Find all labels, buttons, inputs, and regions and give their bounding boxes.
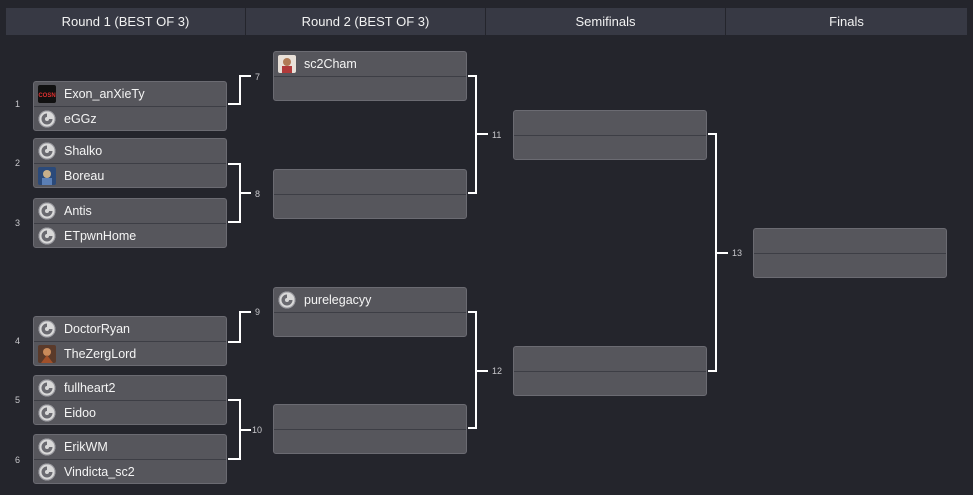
portrait-avatar-icon: [38, 344, 56, 363]
player-slot[interactable]: [274, 76, 466, 100]
round-header-finals: Finals: [726, 8, 967, 35]
player-name: sc2Cham: [304, 57, 357, 71]
player-name: Antis: [64, 204, 92, 218]
player-slot[interactable]: DoctorRyan: [34, 317, 226, 341]
connector-m1-m7: [228, 75, 251, 105]
player-slot[interactable]: [274, 312, 466, 336]
match-number-12: 12: [492, 366, 503, 376]
match-number-11: 11: [492, 130, 502, 140]
match-number-13: 13: [732, 248, 743, 258]
player-name: Vindicta_sc2: [64, 464, 135, 479]
player-slot[interactable]: [754, 253, 946, 277]
player-slot[interactable]: [274, 429, 466, 453]
team-logo-icon: COSN: [38, 85, 56, 103]
round-header-semifinals: Semifinals: [486, 8, 725, 35]
match-1: COSN Exon_anXieTy eGGz: [33, 81, 227, 131]
match-5: fullheart2 Eidoo: [33, 375, 227, 425]
svg-text:COSN: COSN: [38, 93, 55, 99]
player-slot[interactable]: Vindicta_sc2: [34, 459, 226, 483]
portrait-avatar-icon: [278, 55, 296, 73]
player-slot[interactable]: Antis: [34, 199, 226, 223]
player-slot[interactable]: purelegacyy: [274, 288, 466, 312]
default-avatar-icon: [38, 438, 56, 456]
match-10: [273, 404, 467, 454]
player-slot[interactable]: [514, 111, 706, 135]
connector-m2-m8: [228, 163, 251, 223]
match-number-2: 2: [15, 158, 21, 168]
default-avatar-icon: [38, 320, 56, 338]
player-slot[interactable]: [514, 371, 706, 395]
player-name: ETpwnHome: [64, 228, 137, 243]
player-slot[interactable]: TheZergLord: [34, 341, 226, 365]
round-header-1: Round 1 (BEST OF 3): [6, 8, 245, 35]
default-avatar-icon: [38, 404, 56, 422]
round-header-2: Round 2 (BEST OF 3): [246, 8, 485, 35]
player-slot[interactable]: [274, 170, 466, 194]
player-slot[interactable]: fullheart2: [34, 376, 226, 400]
player-slot[interactable]: sc2Cham: [274, 52, 466, 76]
match-number-8: 8: [255, 189, 261, 199]
match-6: ErikWM Vindicta_sc2: [33, 434, 227, 484]
match-number-10: 10: [252, 425, 263, 435]
player-slot[interactable]: [274, 194, 466, 218]
connector-m5-m10: [228, 399, 251, 460]
default-avatar-icon: [38, 379, 56, 397]
match-number-3: 3: [15, 218, 21, 228]
player-slot[interactable]: ETpwnHome: [34, 223, 226, 247]
player-slot[interactable]: Eidoo: [34, 400, 226, 424]
connector-m9-m12: [468, 311, 488, 429]
player-slot[interactable]: [274, 405, 466, 429]
player-slot[interactable]: COSN Exon_anXieTy: [34, 82, 226, 106]
default-avatar-icon: [38, 227, 56, 245]
match-number-7: 7: [255, 72, 261, 82]
player-name: Eidoo: [64, 405, 96, 420]
player-slot[interactable]: [514, 347, 706, 371]
match-number-6: 6: [15, 455, 21, 465]
player-slot[interactable]: Shalko: [34, 139, 226, 163]
match-number-5: 5: [15, 395, 21, 405]
player-name: fullheart2: [64, 381, 116, 395]
player-name: Shalko: [64, 144, 103, 158]
player-name: ErikWM: [64, 440, 108, 454]
player-name: TheZergLord: [64, 346, 137, 361]
player-slot[interactable]: eGGz: [34, 106, 226, 130]
player-slot[interactable]: [514, 135, 706, 159]
match-number-9: 9: [255, 307, 261, 317]
match-3: Antis ETpwnHome: [33, 198, 227, 248]
match-8: [273, 169, 467, 219]
match-4: DoctorRyan TheZergLord: [33, 316, 227, 366]
portrait-avatar-icon: [38, 166, 56, 185]
match-11: [513, 110, 707, 160]
default-avatar-icon: [38, 463, 56, 481]
connector-m11-m13: [708, 133, 728, 372]
player-slot[interactable]: [754, 229, 946, 253]
default-avatar-icon: [38, 110, 56, 128]
match-13: [753, 228, 947, 278]
player-name: purelegacyy: [304, 293, 372, 307]
player-name: Exon_anXieTy: [64, 87, 145, 101]
match-number-1: 1: [15, 99, 21, 109]
player-name: DoctorRyan: [64, 322, 130, 336]
match-9: purelegacyy: [273, 287, 467, 337]
default-avatar-icon: [38, 142, 56, 160]
connector-m4-m9: [228, 311, 251, 343]
match-2: Shalko Boreau: [33, 138, 227, 188]
connector-m7-m11: [468, 75, 488, 194]
default-avatar-icon: [38, 202, 56, 220]
player-name: eGGz: [64, 111, 97, 126]
player-slot[interactable]: Boreau: [34, 163, 226, 187]
match-12: [513, 346, 707, 396]
match-7: sc2Cham: [273, 51, 467, 101]
player-slot[interactable]: ErikWM: [34, 435, 226, 459]
player-name: Boreau: [64, 168, 105, 183]
default-avatar-icon: [278, 291, 296, 309]
match-number-4: 4: [15, 336, 21, 346]
